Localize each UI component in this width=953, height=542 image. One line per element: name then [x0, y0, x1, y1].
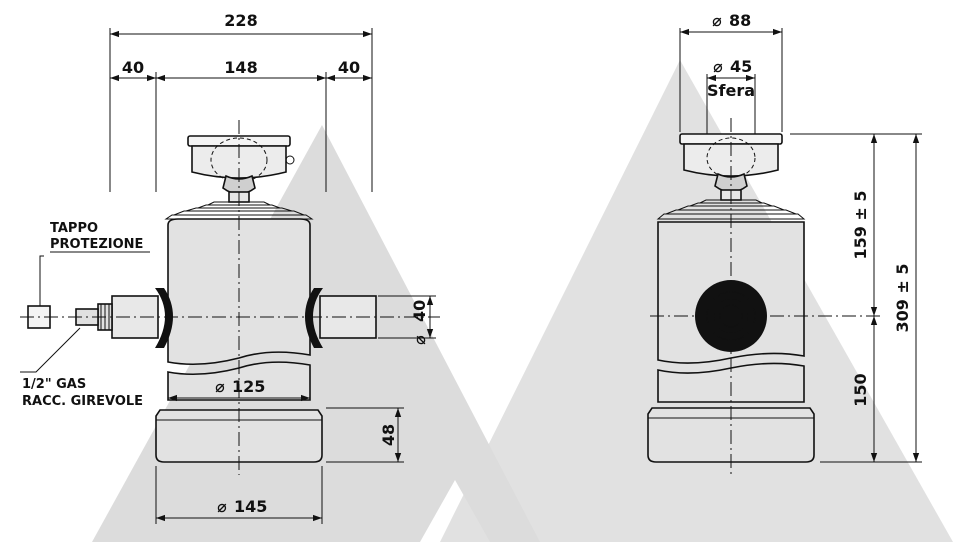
dim-upper-height: 159 ± 5 [851, 190, 870, 259]
dim-base-height: 48 [379, 424, 398, 446]
label-fitting-line2: RACC. GIREVOLE [22, 394, 143, 409]
front-body-lower [167, 361, 311, 401]
dim-body-diameter: 125 [232, 377, 265, 396]
diameter-icon: ⌀ [217, 497, 227, 516]
diameter-icon: ⌀ [712, 11, 722, 30]
label-cap-line1: TAPPO [50, 221, 98, 236]
dim-head-diameter: 88 [729, 11, 751, 30]
dim-base-diameter: 145 [234, 497, 267, 516]
diameter-icon: ⌀ [410, 335, 429, 345]
front-view: 228 40 148 40 ⌀ 40 ⌀ 125 48 ⌀ 145 [20, 11, 440, 524]
side-view: ⌀ 88 ⌀ 45 Sfera 159 ± 5 150 309 ± 5 [647, 11, 922, 475]
diameter-icon: ⌀ [713, 57, 723, 76]
dim-center-width: 148 [224, 58, 257, 77]
label-fitting-line1: 1/2" GAS [22, 377, 86, 392]
label-sphere: Sfera [707, 81, 755, 100]
dim-left-offset: 40 [122, 58, 144, 77]
dim-lower-height: 150 [851, 373, 870, 406]
front-left-port [75, 288, 173, 348]
dim-sphere-diameter: 45 [730, 57, 752, 76]
dim-port-diameter: 40 [410, 300, 429, 322]
dim-right-offset: 40 [338, 58, 360, 77]
dim-overall-width: 228 [224, 11, 257, 30]
dim-total-height: 309 ± 5 [893, 263, 912, 332]
diameter-icon: ⌀ [215, 377, 225, 396]
label-cap-line2: PROTEZIONE [50, 237, 143, 252]
